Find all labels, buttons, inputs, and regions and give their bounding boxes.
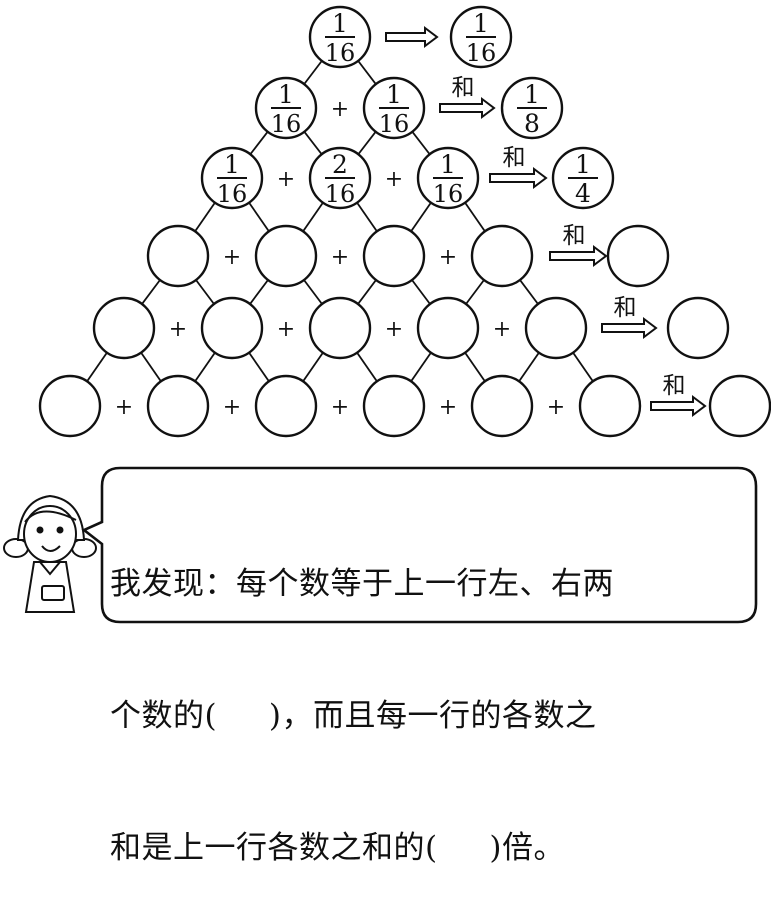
node-r2-c1-numerator: 1 — [278, 80, 294, 109]
sum-arrow-icon-r3 — [489, 167, 548, 189]
node-r5-c2 — [200, 296, 264, 360]
sum-node-r2-numerator: 1 — [524, 80, 540, 109]
speech-line-1: 我发现：每个数等于上一行左、右两 — [110, 566, 614, 602]
sum-node-r3-denominator: 4 — [575, 179, 591, 208]
node-r1-c1-denominator: 16 — [325, 39, 356, 67]
node-r5-c5 — [524, 296, 588, 360]
sum-node-r1-denominator: 16 — [466, 39, 497, 67]
speech-line-2: 个数的( )，而且每一行的各数之 — [110, 698, 597, 734]
plus-sign-r6-5: + — [547, 395, 565, 420]
node-r5-c3 — [308, 296, 372, 360]
node-r6-c6 — [578, 374, 642, 438]
sum-label-r3: 和 — [503, 145, 526, 171]
plus-sign-r4-3: + — [439, 245, 457, 270]
node-r3-c1-numerator: 1 — [224, 150, 240, 179]
sum-arrow-icon-r4 — [549, 245, 608, 267]
plus-sign-r6-1: + — [115, 395, 133, 420]
sum-node-r2-denominator: 8 — [524, 109, 540, 138]
node-r3-c2-denominator: 16 — [325, 180, 356, 208]
node-r2-c1-denominator: 16 — [271, 110, 302, 138]
plus-sign-r4-2: + — [331, 245, 349, 270]
node-r4-c1 — [146, 224, 210, 288]
node-r6-c3 — [254, 374, 318, 438]
sum-node-r4 — [606, 224, 670, 288]
sum-node-r3-numerator: 1 — [575, 150, 591, 179]
plus-sign-r5-3: + — [385, 317, 403, 342]
node-r4-c2 — [254, 224, 318, 288]
node-r6-c1 — [38, 374, 102, 438]
sum-arrow-icon-r2 — [439, 97, 496, 119]
node-r3-c2-numerator: 2 — [332, 150, 348, 179]
speech-text: 我发现：每个数等于上一行左、右两 个数的( )，而且每一行的各数之 和是上一行各… — [110, 474, 750, 866]
sum-arrow-icon-r1 — [385, 26, 439, 48]
node-r6-c5 — [470, 374, 534, 438]
plus-sign-r4-1: + — [223, 245, 241, 270]
sum-node-r5 — [666, 296, 730, 360]
node-r3-c3-denominator: 16 — [433, 180, 464, 208]
plus-sign-r3-2: + — [385, 167, 403, 192]
node-r3-c3-numerator: 1 — [440, 150, 456, 179]
node-r5-c4 — [416, 296, 480, 360]
sum-node-r1-numerator: 1 — [473, 9, 489, 38]
node-r3-c1-denominator: 16 — [217, 180, 248, 208]
speech-line-3: 和是上一行各数之和的( )倍。 — [110, 830, 565, 866]
node-r4-c3 — [362, 224, 426, 288]
sum-arrow-icon-r5 — [601, 317, 658, 339]
plus-sign-r6-2: + — [223, 395, 241, 420]
sum-label-r2: 和 — [452, 75, 475, 101]
plus-sign-r5-2: + — [277, 317, 295, 342]
sum-node-r6 — [708, 374, 771, 438]
plus-sign-r5-1: + — [169, 317, 187, 342]
plus-sign-r5-4: + — [493, 317, 511, 342]
node-r4-c4 — [470, 224, 534, 288]
sum-label-r6: 和 — [663, 373, 686, 399]
speech-bubble — [81, 466, 758, 624]
plus-sign-r2-1: + — [331, 97, 349, 122]
plus-sign-r3-1: + — [277, 167, 295, 192]
node-r6-c2 — [146, 374, 210, 438]
node-r2-c2-numerator: 1 — [386, 80, 402, 109]
girl-character-icon — [3, 494, 97, 613]
sum-label-r4: 和 — [563, 223, 586, 249]
sum-label-r5: 和 — [614, 295, 637, 321]
node-r6-c4 — [362, 374, 426, 438]
plus-sign-r6-4: + — [439, 395, 457, 420]
sum-arrow-icon-r6 — [650, 395, 707, 417]
plus-sign-r6-3: + — [331, 395, 349, 420]
node-r1-c1-numerator: 1 — [332, 9, 348, 38]
node-r2-c2-denominator: 16 — [379, 110, 410, 138]
node-r5-c1 — [92, 296, 156, 360]
